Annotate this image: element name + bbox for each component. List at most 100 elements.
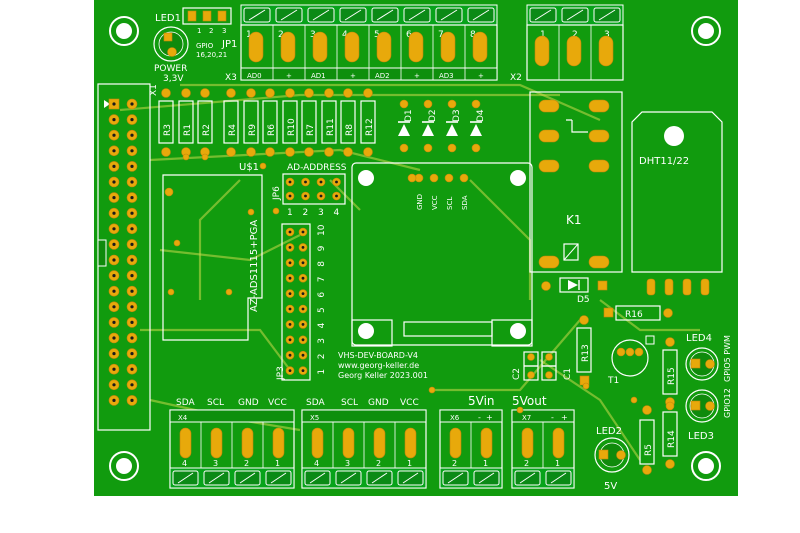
jp1-header: LED1 1 2 3 JP1 GPIO 16,20,21 [155,7,237,59]
vin-label: 5Vin [468,394,495,408]
jp1-pin-1: 1 [197,27,201,35]
x3-pad-5 [376,31,392,63]
d5-label: D5 [577,295,590,305]
resistor-top-pad-2 [181,88,191,98]
x1-pin-hole-18 [130,227,134,231]
diode-label-2: D2 [428,109,438,122]
x3-screw-slot-7 [440,9,458,21]
x4-scl-label: SCL [207,398,224,408]
x4-pad-4 [272,427,285,459]
x4-num-2: 3 [213,459,218,468]
x4-num-1: 4 [182,459,187,468]
x4-screw-slot-1 [177,472,194,484]
x3-screw-slot-1 [248,9,266,21]
x1-pin-hole-26 [130,289,134,293]
dht-label: DHT11/22 [639,156,689,167]
x3-screw-slot-3 [312,9,330,21]
resistor-body-8 [301,100,317,144]
jp3-pin-hole-3 [288,246,292,249]
resistor-label-3: R2 [202,124,212,136]
x1-pin-hole-12 [130,180,134,184]
i2c-labels-right: SDA SCL GND VCC [306,398,419,408]
jp3-pin-hole-12 [301,307,305,311]
x5-pad-3 [373,427,386,459]
jp3-pin-hole-19 [288,369,292,372]
led4-label: LED4 [686,333,712,344]
x4-label: X4 [178,414,188,422]
x5-label: X5 [310,414,319,422]
power-voltage-label: 3,3V [163,74,184,84]
ads-module-label: AZ-ADS1115+PGA [249,220,260,312]
x4-pad-1 [179,427,192,459]
x7-pad-2 [552,427,565,459]
jp3-num-6: 5 [317,307,327,313]
jp3-pin-hole-13 [288,323,292,326]
diode-label-4: D4 [476,109,486,122]
c1-label: C1 [563,368,573,380]
x1-pin-hole-11 [112,180,116,184]
diode-symbol-1 [398,124,410,136]
oled-pin-label-1: GND [416,194,424,210]
x1-pin-hole-8 [130,149,134,153]
x3-pad-2 [280,31,296,63]
x1-label: X1 [149,84,159,96]
x5-pad-2 [342,427,355,459]
vout-label: 5Vout [512,394,547,408]
oled-pin-label-3: SCL [446,197,454,210]
x4-screw-slot-2 [208,472,225,484]
x1-pin-hole-10 [130,164,134,168]
x3-screw-slot-8 [472,9,490,21]
x1-pin-hole-21 [112,258,116,262]
resistor-label-9: R11 [326,118,336,136]
resistor-top-pad-4 [226,88,236,98]
x1-pin-hole-13 [112,196,116,200]
oled-pin-label-4: SDA [461,195,469,210]
x6-screw-slot-2 [478,472,495,484]
resistor-top-pad-1 [161,88,171,98]
dht-sensor: DHT11/22 [631,111,723,296]
x1-pin-hole-38 [130,383,134,387]
x3-screw-slot-2 [280,9,298,21]
x3-channel-1: AD0 [247,72,262,80]
x1-pin-hole-19 [112,242,116,246]
x3-pad-6 [408,31,424,63]
jp3-pin-hole-10 [301,292,305,295]
resistor-body-6 [262,100,278,144]
x3-pad-4 [344,31,360,63]
diode-bottom-pad-2 [423,143,433,153]
oled-pins: GND VCC SCL SDA [414,173,469,210]
resistor-bottom-pad-7 [285,147,295,157]
jp6-pin-hole-3 [319,180,323,184]
x4-gnd-label: GND [238,398,259,408]
resistor-label-11: R12 [365,118,375,136]
resistor-label-4: R4 [228,124,238,136]
x2-screw-slot-3 [598,9,616,21]
diode-label-3: D3 [452,109,462,122]
x3-channel-7: AD3 [439,72,454,80]
resistor-bottom-pad-10 [343,147,353,157]
x3-channel-8: + [478,72,484,80]
x3-pad-7 [440,31,456,63]
resistor-top-pad-3 [200,88,210,98]
credit-line-2: www.georg-keller.de [338,361,419,370]
r13-label: R13 [581,344,591,362]
x3-screw-slot-5 [376,9,394,21]
x4-pad-2 [210,427,223,459]
resistor-body-3 [197,100,213,144]
x3-pad-3 [312,31,328,63]
resistor-body-7 [282,100,298,144]
x2-pad-3 [598,35,614,67]
oled-pin-label-2: VCC [431,195,439,210]
jp3-num-8: 3 [317,338,327,344]
x5-pad-1 [311,427,324,459]
x7-num-2: 1 [555,459,560,468]
x4-num-3: 2 [244,459,249,468]
x1-pin-hole-30 [130,320,134,324]
jp6-pin-hole-6 [304,194,307,198]
x3-channel-2: + [286,72,292,80]
